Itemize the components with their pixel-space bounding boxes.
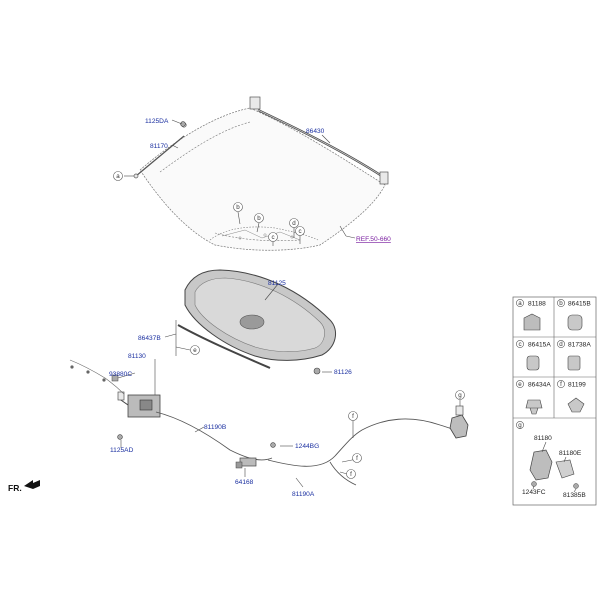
hood-latch-81130 bbox=[117, 391, 161, 418]
label-ref-50-660: REF.50-660 bbox=[356, 236, 391, 243]
svg-text:f: f bbox=[350, 471, 352, 478]
svg-text:c: c bbox=[271, 234, 274, 241]
part-labels: 86430 1125DA 81170 REF.50-660 81125 8643… bbox=[109, 118, 391, 498]
svg-text:81738A: 81738A bbox=[568, 342, 591, 349]
hood-weatherstrip-86430 bbox=[249, 96, 389, 185]
legend-cell-b: b 86415B bbox=[557, 299, 591, 331]
nut-81385B-icon bbox=[573, 483, 579, 489]
front-direction-indicator: FR. bbox=[8, 480, 40, 493]
label-81125: 81125 bbox=[268, 280, 286, 287]
svg-text:f: f bbox=[356, 455, 358, 462]
svg-text:f: f bbox=[352, 413, 354, 420]
svg-text:81199: 81199 bbox=[568, 382, 586, 389]
clip-1244BG bbox=[270, 442, 276, 448]
callout-f-2: f bbox=[352, 453, 362, 463]
letter-callouts: a b b d c c e f bbox=[113, 171, 465, 479]
svg-text:1243FC: 1243FC bbox=[522, 489, 546, 496]
hood-insulator-81125 bbox=[184, 269, 337, 361]
label-1125DA-top: 1125DA bbox=[145, 118, 169, 125]
svg-text:e: e bbox=[193, 347, 197, 354]
svg-text:f: f bbox=[560, 381, 562, 388]
bumper-86415B-icon bbox=[567, 314, 583, 331]
label-81190A: 81190A bbox=[292, 491, 315, 498]
label-86437B: 86437B bbox=[138, 335, 161, 342]
svg-text:c: c bbox=[298, 228, 301, 235]
svg-text:81180E: 81180E bbox=[559, 450, 582, 457]
legend-cell-a: a 81188 bbox=[516, 299, 546, 331]
svg-text:d: d bbox=[559, 341, 563, 348]
label-86430: 86430 bbox=[306, 128, 325, 135]
svg-text:86415B: 86415B bbox=[568, 301, 591, 308]
svg-text:b: b bbox=[236, 204, 240, 211]
legend-cell-d: d 81738A bbox=[557, 340, 591, 371]
front-arrow-icon bbox=[24, 480, 40, 489]
label-1244BG: 1244BG bbox=[295, 443, 319, 450]
callout-e: e bbox=[190, 345, 200, 355]
svg-text:g: g bbox=[458, 392, 462, 399]
stopper-81738A-icon bbox=[567, 355, 581, 371]
release-lever-64168 bbox=[235, 457, 257, 469]
callout-a: a bbox=[113, 171, 123, 181]
svg-text:b: b bbox=[257, 215, 261, 222]
svg-text:81180: 81180 bbox=[534, 435, 552, 442]
callout-f-1: f bbox=[348, 411, 358, 421]
legend-cell-f: f 81199 bbox=[557, 380, 586, 413]
callout-f-3: f bbox=[346, 469, 356, 479]
callout-g: g bbox=[455, 390, 465, 400]
bolt-1243FC-icon bbox=[531, 481, 537, 487]
label-81170: 81170 bbox=[150, 143, 168, 150]
parts-legend-table: a 81188 b 86415B c 86415A d 81738A e 864 bbox=[512, 296, 597, 506]
bracket-81180E-icon bbox=[555, 459, 575, 479]
clip-81188-icon bbox=[523, 313, 541, 331]
bumper-86415A-icon bbox=[526, 355, 540, 371]
svg-text:81385B: 81385B bbox=[563, 492, 586, 499]
callout-c-1: c bbox=[268, 232, 278, 242]
label-81126: 81126 bbox=[334, 369, 352, 376]
fastener-1125AD bbox=[117, 434, 123, 440]
svg-text:86434A: 86434A bbox=[528, 382, 551, 389]
svg-text:g: g bbox=[518, 422, 522, 429]
label-64168: 64168 bbox=[235, 479, 254, 486]
legend-cell-e: e 86434A bbox=[516, 380, 551, 415]
svg-text:e: e bbox=[518, 381, 522, 388]
label-93880C: 93880C bbox=[109, 371, 132, 378]
label-1125AD: 1125AD bbox=[110, 447, 134, 454]
legend-cell-g: g 81180 81180E 1243FC 81385B bbox=[516, 421, 586, 499]
grommet-86434A-icon bbox=[525, 399, 543, 415]
callout-c-2: c bbox=[295, 226, 305, 236]
fastener-1125DA-top bbox=[180, 121, 186, 127]
callout-b-2: b bbox=[254, 213, 264, 223]
release-cable-81190A bbox=[267, 418, 459, 486]
svg-text:c: c bbox=[518, 341, 521, 348]
handle-81180-icon bbox=[529, 449, 553, 481]
svg-text:a: a bbox=[116, 173, 120, 180]
fastener-81126 bbox=[313, 367, 321, 375]
clip-81199-icon bbox=[567, 397, 585, 413]
svg-text:86415A: 86415A bbox=[528, 342, 551, 349]
svg-text:d: d bbox=[292, 220, 296, 227]
release-cable-81190B bbox=[69, 359, 273, 461]
release-handle-assembly bbox=[449, 405, 469, 439]
svg-text:81188: 81188 bbox=[528, 301, 546, 308]
label-81190B: 81190B bbox=[204, 424, 227, 431]
label-81130: 81130 bbox=[128, 353, 146, 360]
fr-label: FR. bbox=[8, 483, 22, 493]
seal-strip-86437B bbox=[177, 324, 271, 369]
legend-cell-c: c 86415A bbox=[516, 340, 551, 371]
hood-panel bbox=[139, 107, 386, 251]
callout-b-1: b bbox=[233, 202, 243, 212]
svg-text:a: a bbox=[518, 300, 522, 307]
svg-text:b: b bbox=[559, 300, 563, 307]
callout-d: d bbox=[289, 218, 299, 228]
